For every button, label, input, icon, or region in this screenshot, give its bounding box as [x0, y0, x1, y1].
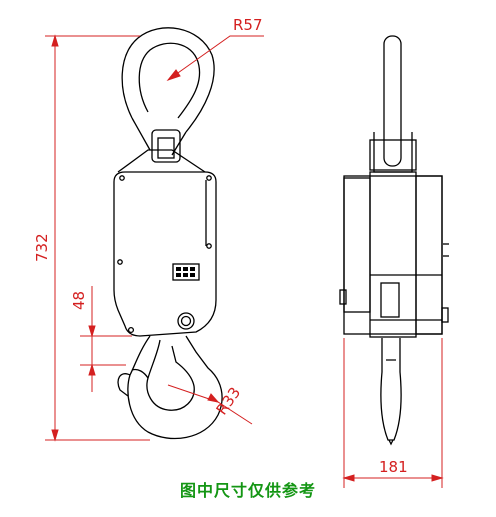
shackle-pin-inner — [157, 137, 175, 159]
reference-note: 图中尺寸仅供参考 — [179, 481, 316, 500]
display-digits — [176, 267, 195, 277]
bottom-hook-outer — [127, 335, 223, 440]
dim-r57-leader — [167, 35, 264, 81]
side-right-housing — [415, 175, 443, 335]
shackle-link-left — [131, 117, 151, 151]
bottom-hook-inner — [146, 339, 195, 411]
display-window — [172, 263, 200, 281]
power-knob-inner — [180, 315, 192, 327]
screw-mid-right — [206, 243, 212, 249]
shackle-pin-block — [151, 129, 181, 163]
side-view — [339, 35, 449, 446]
screw-bottom-left — [127, 326, 135, 334]
top-shackle-inner — [138, 42, 201, 119]
hook-tip-inner — [131, 368, 149, 379]
side-hook-detail — [386, 359, 396, 446]
screw-top-right — [206, 175, 212, 181]
power-knob-outer — [177, 312, 195, 330]
label-total-height: 732 — [33, 233, 51, 262]
side-display-window — [380, 282, 400, 318]
hook-tip — [117, 373, 131, 397]
label-offset: 48 — [70, 291, 88, 310]
top-shackle-outer — [121, 27, 215, 133]
screw-mid-left — [117, 259, 123, 265]
dimension-lines — [45, 34, 444, 488]
screw-top-left — [119, 175, 125, 181]
front-view — [113, 27, 223, 440]
label-r33: R33 — [213, 384, 245, 419]
side-left-knob — [339, 289, 347, 305]
label-width: 181 — [379, 458, 408, 476]
main-body — [113, 171, 217, 337]
side-shackle-bar — [383, 35, 402, 167]
label-r57: R57 — [233, 16, 263, 34]
side-left-battery — [343, 177, 371, 313]
side-clamp-block — [369, 139, 417, 171]
side-hook — [380, 338, 402, 441]
side-center-body — [369, 171, 417, 338]
side-main-housing — [343, 175, 443, 335]
body-shoulder — [117, 149, 206, 173]
side-right-knob — [441, 307, 449, 323]
dimension-labels: R57 732 48 R33 181 — [33, 16, 408, 476]
